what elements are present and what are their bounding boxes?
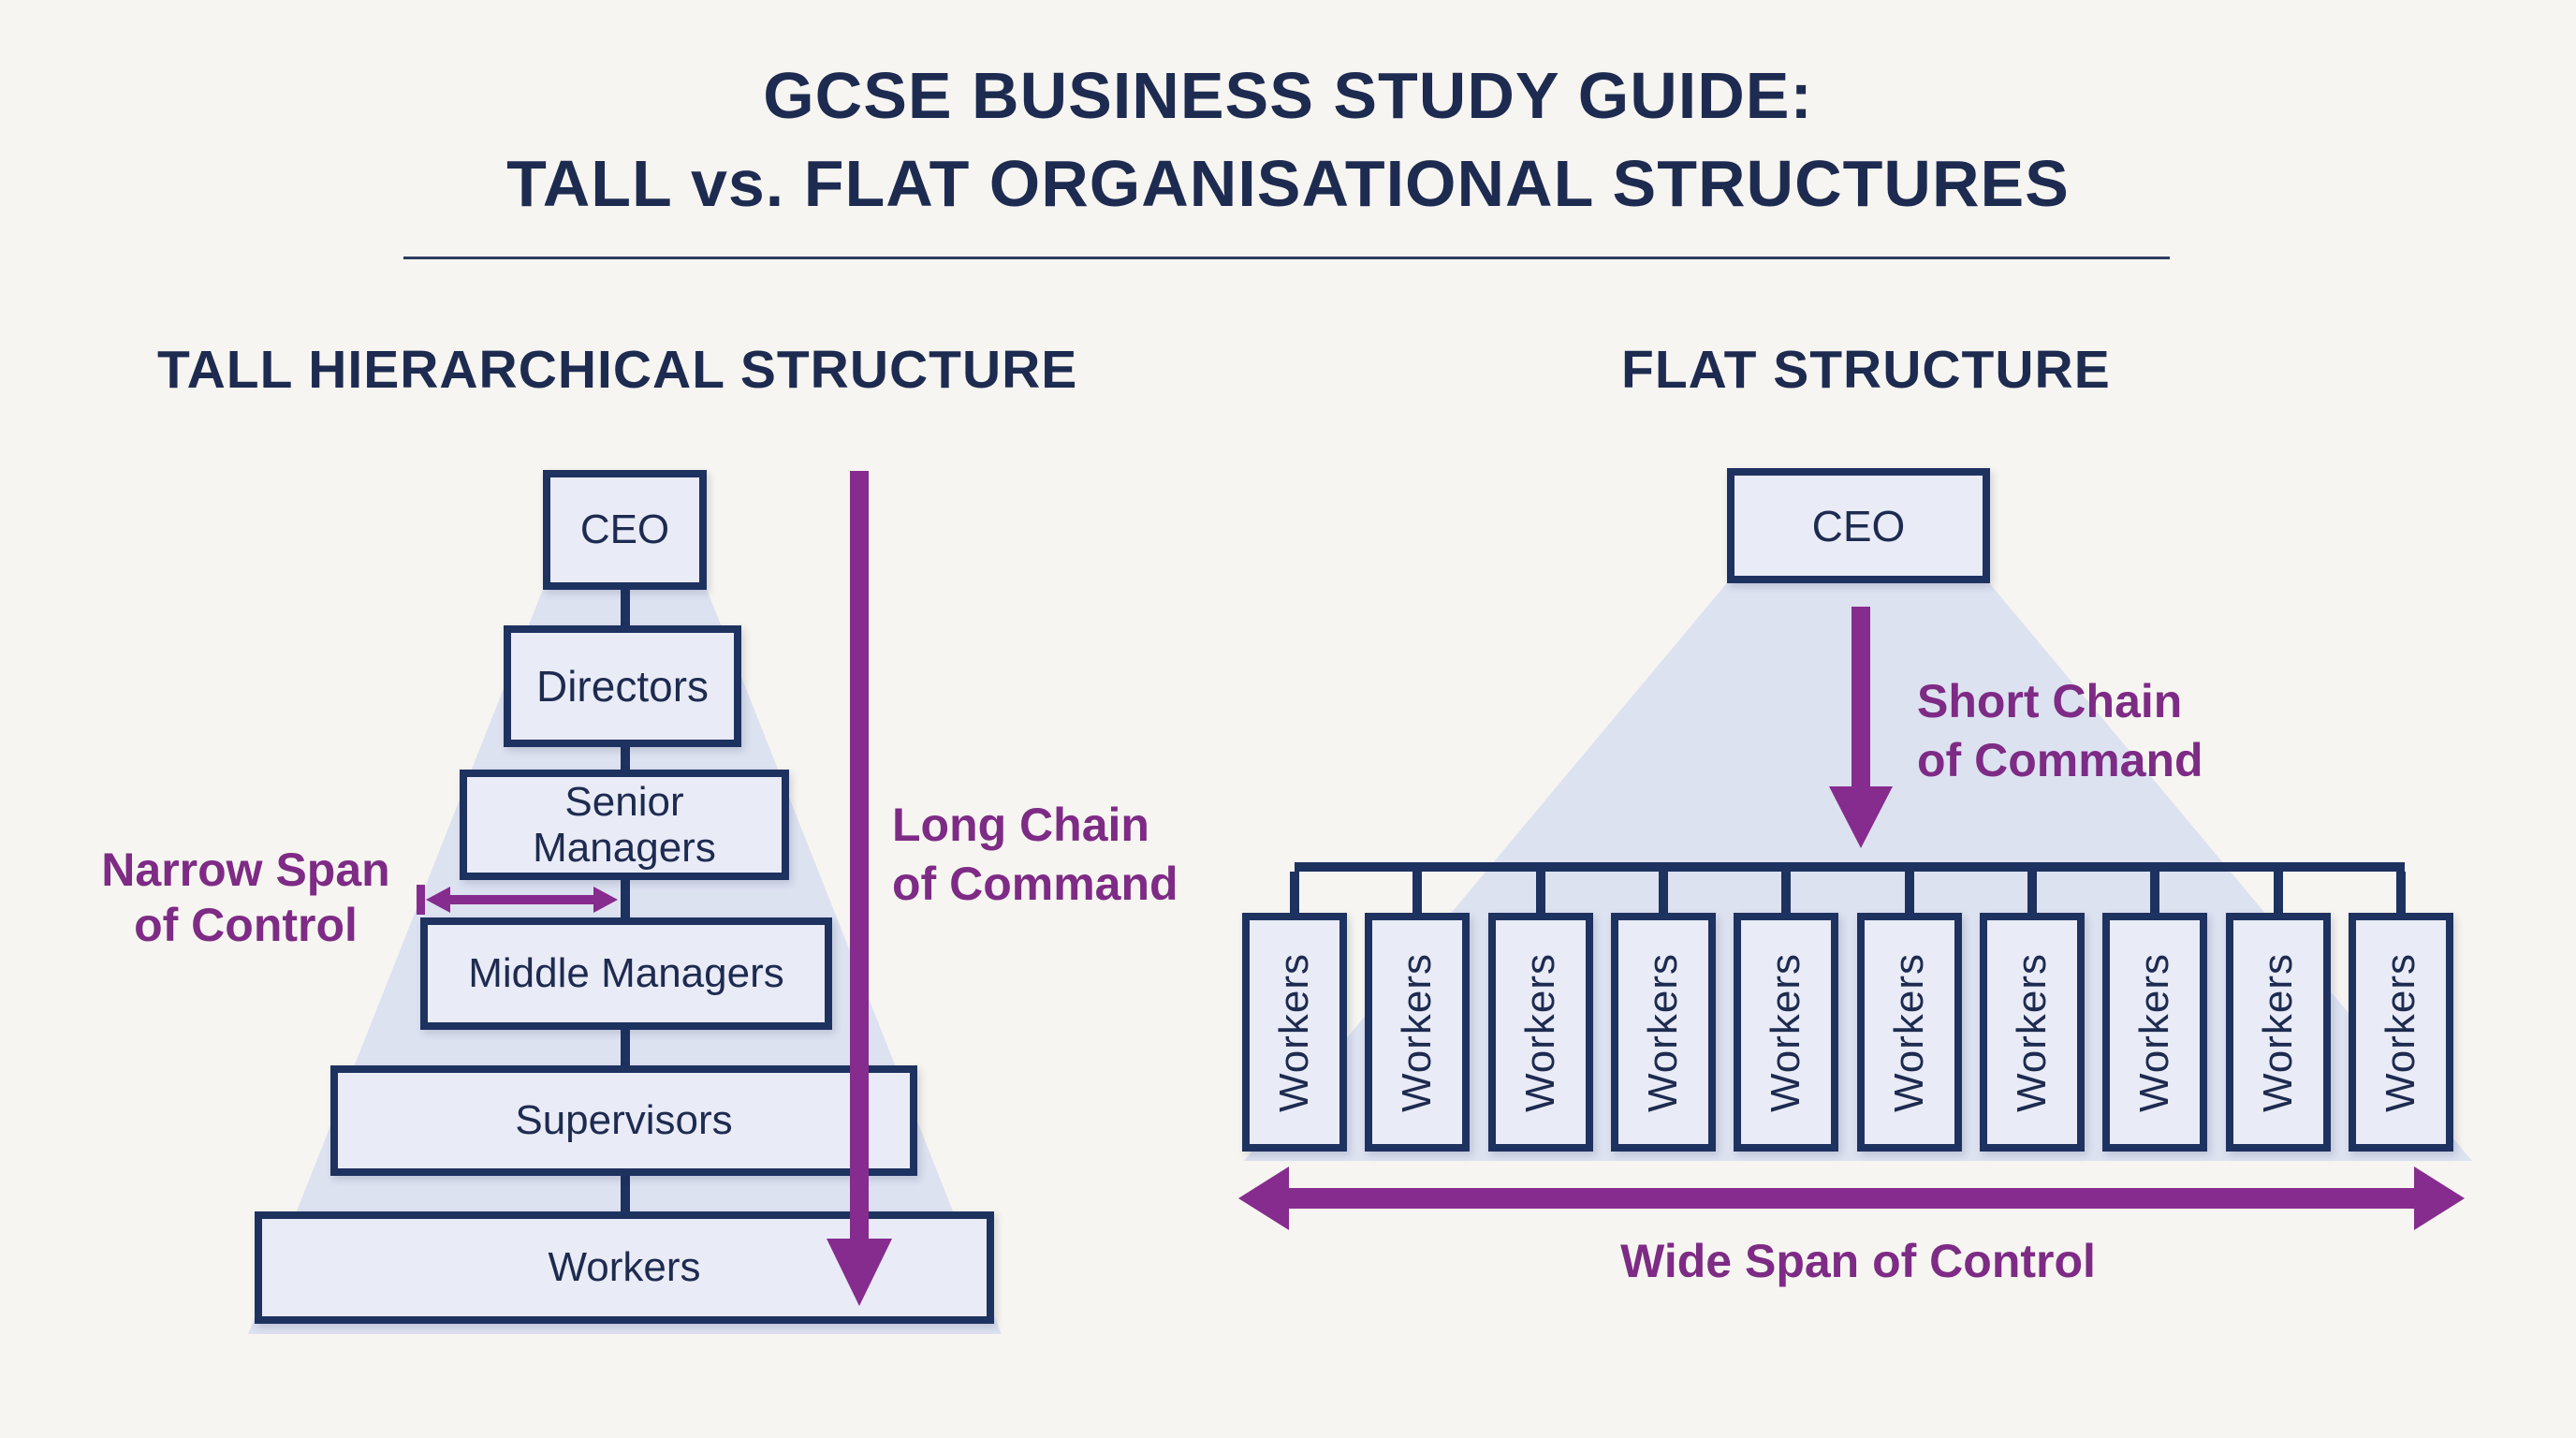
worker-box-label: Workers — [2008, 952, 2055, 1112]
connector-line — [621, 743, 630, 773]
wide-span-arrow-left-icon — [1238, 1167, 1289, 1230]
worker-connector-stub — [2273, 872, 2283, 913]
worker-box-label: Workers — [1516, 952, 1563, 1112]
short-chain-label-line-2: of Command — [1917, 734, 2203, 786]
connector-line — [621, 1026, 630, 1069]
title-divider — [403, 257, 2170, 259]
flat-structure-heading: FLAT STRUCTURE — [1621, 340, 2111, 400]
worker-box: Workers — [1242, 913, 1347, 1152]
worker-cell: Workers — [1487, 872, 1593, 1152]
worker-box: Workers — [1365, 913, 1471, 1152]
level-box-directors: Directors — [504, 625, 741, 747]
wide-span-label: Wide Span of Control — [1620, 1235, 2096, 1287]
worker-connector-stub — [1290, 872, 1299, 913]
short-chain-arrow-shaft — [1852, 607, 1870, 788]
worker-connector-stub — [2395, 872, 2406, 913]
worker-cell: Workers — [1610, 872, 1716, 1152]
worker-box: Workers — [1610, 913, 1716, 1152]
workers-bus-line — [1295, 862, 2405, 872]
worker-box-label: Workers — [1394, 952, 1441, 1112]
worker-box-label: Workers — [1885, 952, 1932, 1112]
narrow-span-arrow-right-icon — [593, 887, 618, 913]
long-chain-arrow-down-icon — [827, 1239, 892, 1306]
worker-box-label: Workers — [2377, 952, 2423, 1112]
worker-connector-stub — [1535, 872, 1545, 913]
worker-connector-stub — [1658, 872, 1668, 913]
level-box-senior-managers: Senior Managers — [460, 770, 789, 880]
worker-box-label: Workers — [1639, 952, 1686, 1112]
level-box-ceo: CEO — [543, 470, 707, 590]
narrow-span-label: Narrow Span of Control — [84, 843, 407, 953]
level-box-middle-managers: Middle Managers — [420, 917, 832, 1030]
worker-connector-stub — [2150, 872, 2160, 913]
worker-box: Workers — [1979, 913, 2085, 1152]
worker-cell: Workers — [1365, 872, 1471, 1152]
tall-structure-heading: TALL HIERARCHICAL STRUCTURE — [157, 340, 1078, 400]
connector-line — [621, 876, 630, 921]
narrow-span-arrow-tick — [417, 885, 425, 915]
worker-box-label: Workers — [1763, 952, 1809, 1112]
connector-line — [621, 586, 630, 629]
worker-cell: Workers — [2102, 872, 2208, 1152]
long-chain-label-line-1: Long Chain — [892, 799, 1149, 851]
long-chain-label: Long Chain of Command — [892, 796, 1178, 914]
worker-box: Workers — [1487, 913, 1593, 1152]
worker-connector-stub — [1781, 872, 1792, 913]
short-chain-label-line-1: Short Chain — [1917, 675, 2183, 727]
worker-connector-stub — [1904, 872, 1914, 913]
flat-ceo-box: CEO — [1727, 468, 1990, 583]
worker-box-label: Workers — [1271, 952, 1318, 1112]
worker-box: Workers — [1734, 913, 1839, 1152]
page-title-line-1: GCSE BUSINESS STUDY GUIDE: — [763, 59, 1813, 132]
long-chain-arrow-shaft — [850, 471, 869, 1240]
wide-span-arrow-shaft — [1287, 1188, 2414, 1209]
level-box-supervisors: Supervisors — [330, 1065, 917, 1176]
worker-box: Workers — [1856, 913, 1962, 1152]
worker-cell: Workers — [2348, 872, 2453, 1152]
worker-box: Workers — [2348, 913, 2453, 1152]
narrow-span-label-line-1: Narrow Span — [101, 844, 390, 896]
long-chain-label-line-2: of Command — [892, 858, 1178, 910]
worker-connector-stub — [2027, 872, 2037, 913]
workers-row: Workers Workers Workers Workers Workers Worke… — [1242, 872, 2453, 1152]
worker-cell: Workers — [1734, 872, 1839, 1152]
worker-cell: Workers — [1242, 872, 1347, 1152]
worker-connector-stub — [1412, 872, 1423, 913]
page-title-line-2: TALL vs. FLAT ORGANISATIONAL STRUCTURES — [506, 147, 2070, 220]
short-chain-arrow-down-icon — [1829, 786, 1893, 848]
worker-cell: Workers — [2225, 872, 2331, 1152]
short-chain-label: Short Chain of Command — [1917, 672, 2203, 790]
worker-cell: Workers — [1856, 872, 1962, 1152]
worker-box-label: Workers — [2131, 952, 2178, 1112]
wide-span-arrow-right-icon — [2414, 1167, 2465, 1230]
worker-box: Workers — [2225, 913, 2331, 1152]
worker-cell: Workers — [1979, 872, 2085, 1152]
narrow-span-label-line-2: of Control — [134, 899, 358, 951]
connector-line — [621, 1172, 630, 1215]
narrow-span-arrow-shaft — [446, 895, 595, 904]
worker-box-label: Workers — [2254, 952, 2301, 1112]
worker-box: Workers — [2102, 913, 2208, 1152]
